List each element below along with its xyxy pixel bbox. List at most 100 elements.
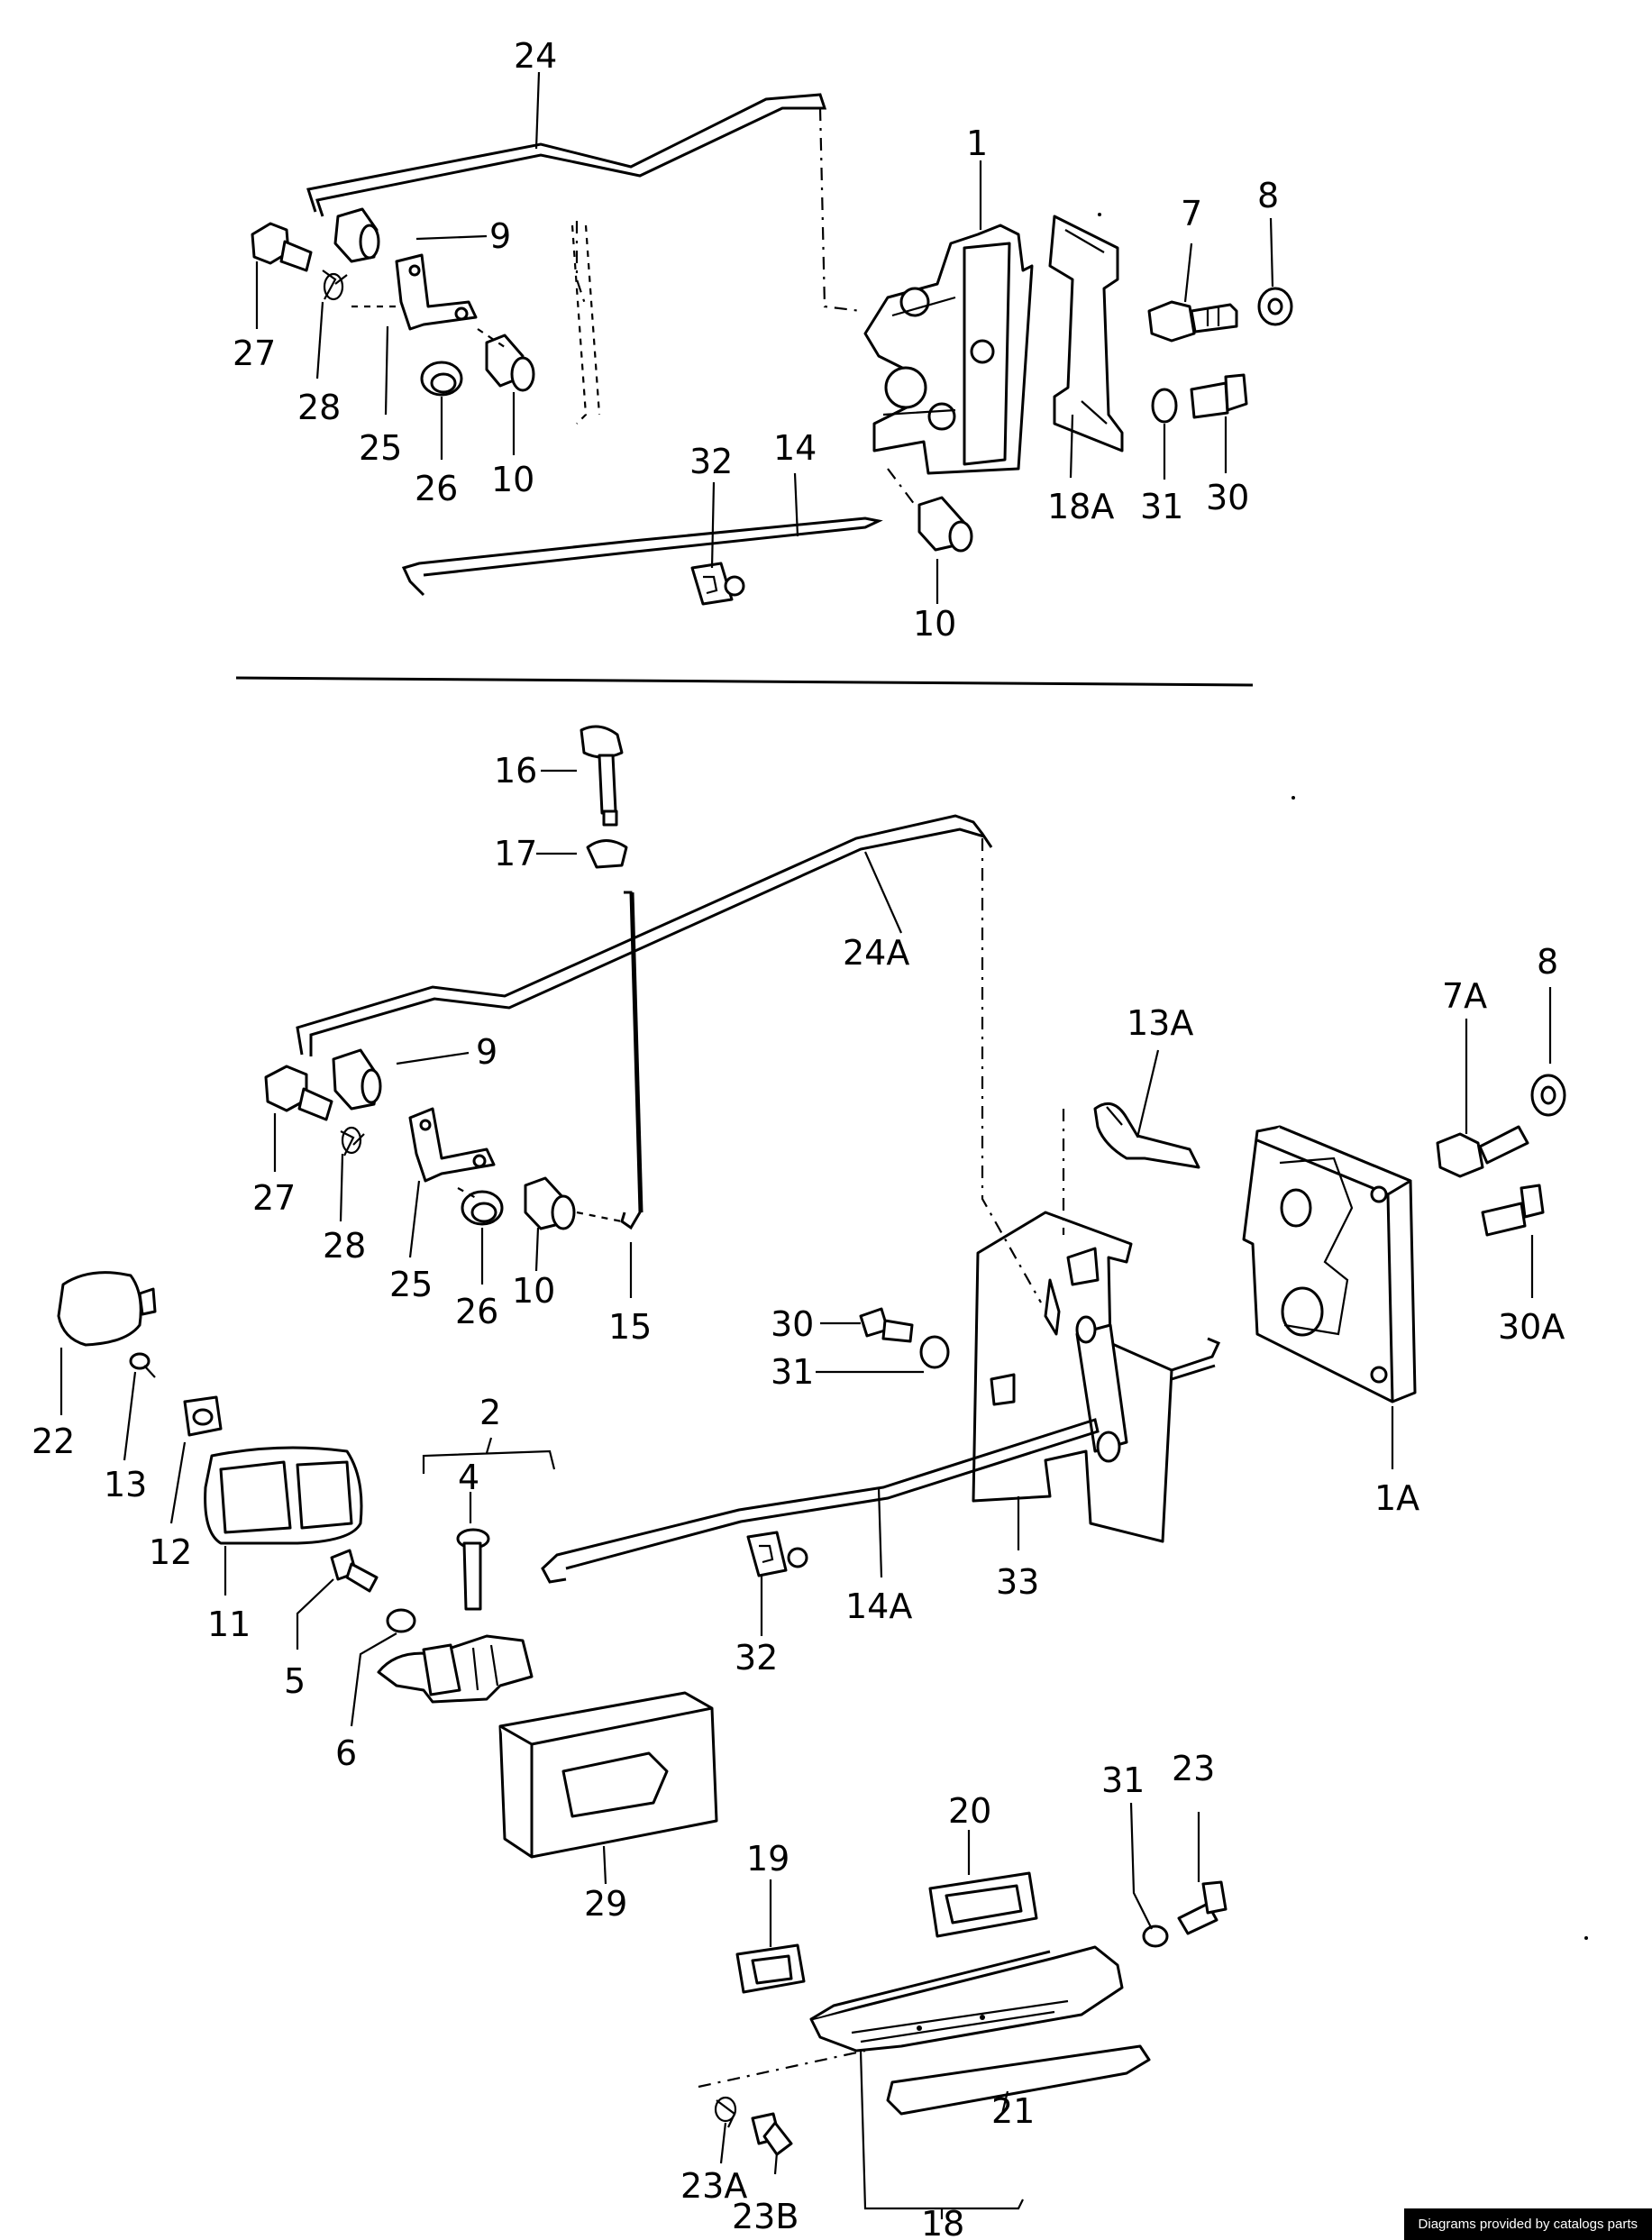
bolt-27b [264, 1065, 333, 1121]
callout-13A: 13A [1127, 1003, 1193, 1043]
pin-4 [456, 1528, 490, 1611]
rod-link [1171, 1337, 1221, 1381]
callout-22: 22 [32, 1422, 75, 1461]
callout-4: 4 [458, 1458, 479, 1497]
guide-line [887, 468, 916, 506]
callout-7A: 7A [1442, 976, 1487, 1016]
door-latch-1 [863, 224, 1034, 475]
clip-10b [524, 1176, 576, 1230]
guide-line [981, 838, 1042, 1303]
callout-2: 2 [479, 1393, 501, 1432]
clip-28b [341, 1126, 362, 1155]
screw-13 [129, 1352, 156, 1378]
credit-banner: Diagrams provided by catalogs parts [1403, 2208, 1652, 2240]
foam-pad-29 [498, 1691, 718, 1859]
clip-32b [746, 1531, 808, 1577]
callout-23A: 23A [680, 2166, 747, 2206]
callout-29: 29 [584, 1884, 627, 1924]
screw-30 [1190, 373, 1248, 419]
callout-27b: 27 [252, 1178, 296, 1218]
callout-33: 33 [996, 1562, 1039, 1602]
guide-line [570, 224, 588, 425]
callout-26: 26 [415, 469, 458, 508]
clip-13A [1093, 1102, 1200, 1169]
lock-rod-15 [631, 891, 643, 1213]
clip-10-lower [917, 496, 973, 553]
bracket-brace-2 [422, 1437, 556, 1474]
washer-31 [1151, 388, 1178, 424]
callout-14: 14 [773, 428, 817, 468]
guide-line [818, 107, 862, 313]
callout-30A: 30A [1498, 1307, 1565, 1347]
bushing-9b [332, 1048, 382, 1111]
callout-9: 9 [489, 216, 511, 256]
clip-23A [714, 2096, 737, 2123]
grommet-17 [586, 839, 628, 869]
callout-28: 28 [297, 388, 341, 427]
clip-10 [485, 334, 535, 392]
callout-26b: 26 [455, 1292, 498, 1331]
guide-line [457, 1187, 479, 1200]
callout-28b: 28 [323, 1226, 366, 1266]
cover-22 [57, 1271, 142, 1347]
callout-1: 1 [966, 123, 988, 163]
callout-11: 11 [207, 1605, 251, 1644]
callout-10: 10 [491, 460, 534, 499]
bezel-11 [204, 1446, 363, 1545]
top-assembly [251, 93, 1293, 606]
callout-15: 15 [608, 1307, 652, 1347]
door-latch-1A [1242, 1125, 1417, 1403]
screw-23B [751, 2112, 793, 2156]
callout-18A: 18A [1047, 487, 1114, 526]
callout-8: 8 [1257, 176, 1279, 215]
rod-24A [296, 814, 993, 1056]
lock-knob-16 [580, 725, 624, 827]
leader-lines [59, 71, 1552, 2175]
guide-line [698, 2049, 866, 2089]
callout-7: 7 [1181, 194, 1202, 233]
guide-line [477, 328, 506, 348]
callout-19: 19 [746, 1839, 789, 1879]
screw-23 [1177, 1880, 1228, 1935]
bottom-assembly [57, 71, 1588, 2219]
callout-17: 17 [494, 834, 537, 873]
callout-31: 31 [1140, 487, 1183, 526]
screw-30A [1481, 1184, 1545, 1237]
callout-8b: 8 [1537, 942, 1558, 982]
callout-13: 13 [104, 1465, 147, 1504]
bolt-7A [1436, 1125, 1529, 1178]
lever-25b [408, 1107, 496, 1183]
clip-32 [690, 562, 745, 606]
guide-line [584, 224, 601, 416]
callout-6: 6 [335, 1733, 357, 1773]
callout-24: 24 [514, 36, 557, 76]
callout-14A: 14A [845, 1586, 912, 1626]
gasket-19 [735, 1943, 806, 1994]
callout-12: 12 [149, 1532, 192, 1572]
callout-18: 18 [921, 2204, 964, 2240]
callout-30: 30 [1206, 478, 1249, 517]
callout-23: 23 [1172, 1749, 1215, 1788]
lock-rod-15 [620, 891, 642, 1230]
bracket-brace-18 [859, 2050, 1024, 2219]
callout-25: 25 [359, 428, 402, 468]
callout-32b: 32 [735, 1638, 778, 1678]
section-divider [235, 676, 1254, 687]
callout-9b: 9 [476, 1032, 497, 1072]
lock-carrier-33 [972, 1211, 1173, 1543]
callout-25b: 25 [389, 1265, 433, 1304]
callout-24A: 24A [843, 933, 909, 973]
rod-24 [306, 93, 827, 217]
callout-10c: 10 [512, 1271, 555, 1311]
handle-18 [809, 1945, 1124, 2053]
rod-14A [541, 1418, 1100, 1584]
callout-31b: 31 [771, 1352, 814, 1392]
callout-23B: 23B [732, 2197, 799, 2236]
callout-31c: 31 [1101, 1760, 1145, 1800]
callout-32: 32 [689, 442, 733, 481]
bolt-7 [1147, 300, 1238, 343]
callout-21: 21 [991, 2091, 1035, 2131]
callout-16: 16 [494, 751, 537, 791]
callout-5: 5 [284, 1661, 306, 1701]
